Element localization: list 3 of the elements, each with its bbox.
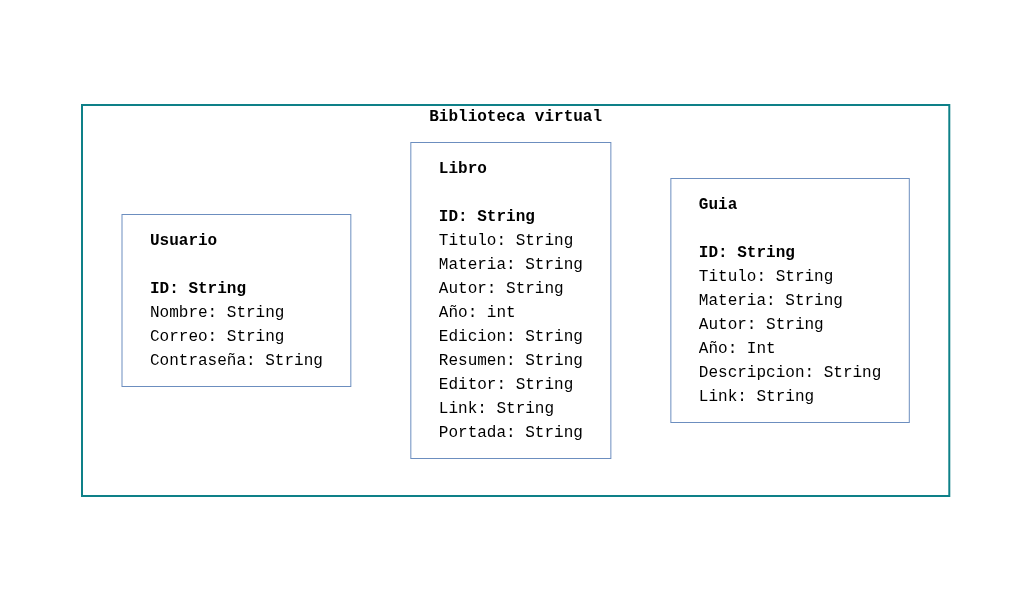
node-box: Usuario ID: String Nombre: String Correo: String Contraseña: String [121, 214, 352, 387]
node-box: Libro ID: String Titulo: String Materia: String Autor: String Año: int Edicion: String Resumen: String Editor: String Link: String Portada: String [410, 142, 612, 459]
node-box: Guia ID: String Titulo: String Materia: String Autor: String Año: Int Descripcion: String Link: String [670, 178, 910, 423]
